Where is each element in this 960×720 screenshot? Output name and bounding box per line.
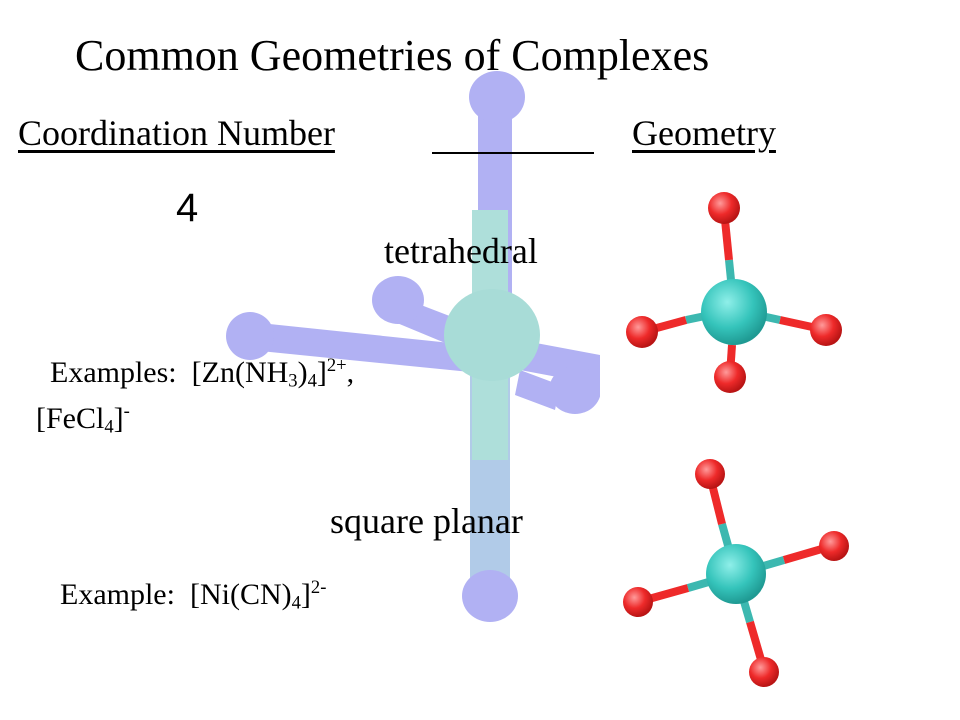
watermark-atom-left bbox=[226, 312, 274, 360]
watermark-atom-upper-left bbox=[372, 276, 424, 324]
geometry-label-square-planar: square planar bbox=[330, 501, 523, 541]
watermark-bond-lower-right bbox=[515, 370, 560, 410]
watermark-atom-center bbox=[444, 289, 540, 381]
square-planar-molecule-model bbox=[623, 459, 849, 687]
watermark-mask bbox=[600, 160, 960, 720]
metal-atom bbox=[701, 279, 767, 345]
ligand-atom-left bbox=[626, 316, 658, 348]
ligand-atom-right bbox=[819, 531, 849, 561]
tetrahedral-examples-line-1: Examples: [Zn(NH3)4]2+, bbox=[50, 356, 354, 390]
header-underline-extension bbox=[432, 152, 594, 154]
ligand-atom-left bbox=[623, 587, 653, 617]
watermark-atom-bottom bbox=[462, 570, 518, 622]
watermark-atom-lower-right bbox=[549, 366, 601, 414]
column-header-geometry: Geometry bbox=[632, 113, 776, 153]
example-label: Example: bbox=[60, 578, 175, 611]
ligand-atom-top bbox=[695, 459, 725, 489]
tetrahedral-molecule-model bbox=[626, 192, 842, 393]
ligand-atom-bottom bbox=[749, 657, 779, 687]
watermark-bond-left bbox=[250, 322, 470, 372]
ligand-atom-bottom bbox=[714, 361, 746, 393]
watermark-atom-top bbox=[469, 71, 525, 123]
square-planar-example: Example: [Ni(CN)4]2- bbox=[60, 578, 326, 612]
coordination-number-value: 4 bbox=[176, 186, 199, 230]
formula-fecl4: [FeCl4]- bbox=[36, 400, 130, 438]
tetrahedral-examples-line-2: [FeCl4]- bbox=[36, 402, 130, 436]
column-header-coordination-number: Coordination Number bbox=[18, 113, 335, 153]
ligand-atom-top bbox=[708, 192, 740, 224]
metal-atom bbox=[706, 544, 766, 604]
examples-label: Examples: bbox=[50, 356, 177, 389]
geometry-label-tetrahedral: tetrahedral bbox=[384, 231, 538, 271]
slide-title: Common Geometries of Complexes bbox=[75, 31, 710, 80]
formula-ni-cn-4: [Ni(CN)4]2- bbox=[189, 576, 327, 614]
formula-zn-nh3-4: [Zn(NH3)4]2+, bbox=[191, 354, 355, 392]
ligand-atom-right bbox=[810, 314, 842, 346]
